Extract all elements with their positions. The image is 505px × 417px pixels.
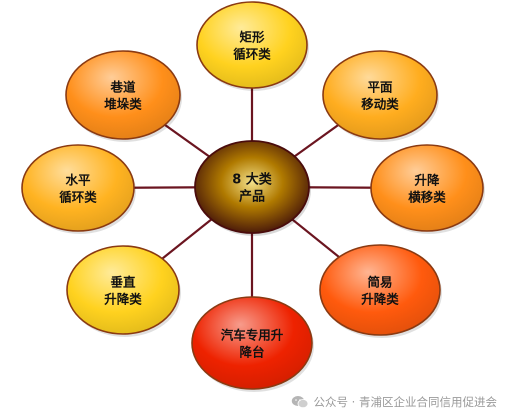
node-circle [319,244,441,336]
node-rect-circulation-label-line-1: 矩形 [239,30,265,45]
category-nodes: 矩形循环类平面移动类升降横移类简易升降类汽车专用升降台垂直升降类水平循环类巷道堆… [21,1,485,392]
node-lift-transverse-label-line-1: 升降 [414,173,440,188]
node-planar-mobile-label-line-1: 平面 [367,80,393,95]
node-vehicle-lift-label-line-2: 降台 [239,345,264,360]
node-aisle-stacking-label-line-1: 巷道 [109,80,136,95]
node-circle [196,1,308,89]
watermark: 公众号 · 青浦区企业合同信用促进会 [291,392,497,412]
node-circle [21,144,135,232]
node-simple-lift-label-line-2: 升降类 [361,292,399,307]
node-vertical-lift-label-line-2: 升降类 [104,292,142,307]
node-circle [66,245,180,335]
node-circle [65,50,181,140]
node-circle [370,144,484,232]
watermark-text: 公众号 · 青浦区企业合同信用促进会 [313,395,497,409]
node-circle [191,296,313,390]
node-simple-lift-label-line-1: 简易 [367,275,392,290]
center-label-line-2: 产品 [239,189,265,205]
node-horizontal-circulation-label-line-1: 水平 [65,173,91,188]
node-vehicle-lift-label-line-1: 汽车专用升 [221,328,284,343]
node-horizontal-circulation-label-line-2: 循环类 [59,190,97,205]
node-lift-transverse-label-line-2: 横移类 [408,190,446,205]
center-label-line-1: 8 大类 [232,172,273,188]
node-planar-mobile-label-line-2: 移动类 [361,97,399,112]
center-circle [194,140,310,234]
node-vertical-lift-label-line-1: 垂直 [110,275,136,290]
node-circle [322,50,438,140]
node-rect-circulation-label-line-2: 循环类 [233,47,271,62]
node-aisle-stacking-label-line-2: 堆垛类 [104,97,142,112]
wechat-icon [291,396,308,409]
